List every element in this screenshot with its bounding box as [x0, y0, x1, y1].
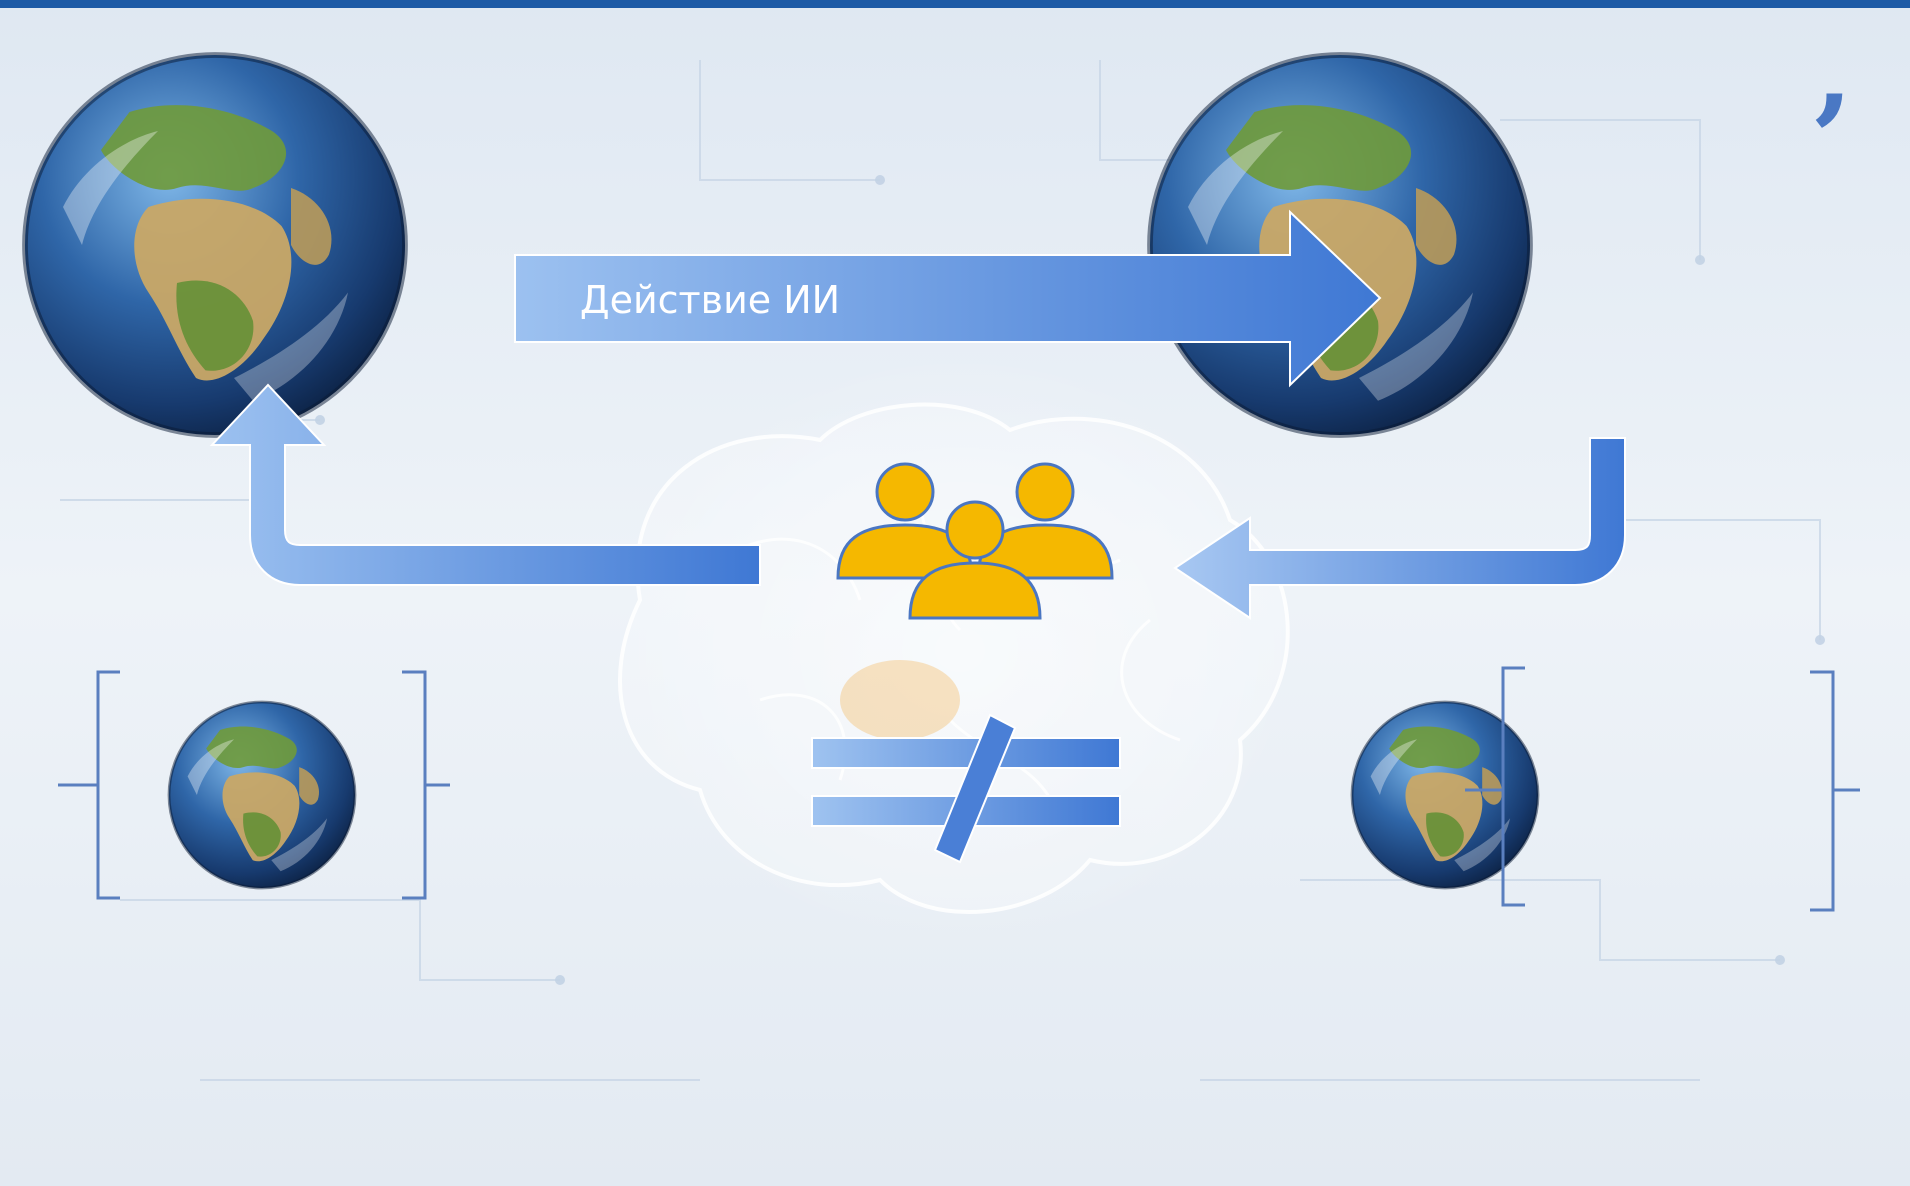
top-bar — [0, 0, 1910, 8]
earth-globe-small-left-icon — [167, 700, 357, 890]
brain-illustration — [618, 350, 1300, 950]
feedback-arrow-right — [1173, 437, 1626, 620]
earth-globe-right-icon — [1150, 55, 1530, 435]
not-equal-icon — [811, 713, 1121, 864]
prime-mark: ’ — [1810, 69, 1852, 210]
set-brackets-right — [1465, 666, 1860, 912]
earth-globe-small-right-icon — [1350, 700, 1540, 890]
feedback-arrow-left — [209, 383, 761, 586]
people-group-icon — [836, 462, 1114, 620]
action-arrow-label: Действие ИИ — [579, 278, 841, 322]
set-brackets-left — [58, 670, 450, 900]
action-arrow — [514, 209, 1382, 388]
earth-globe-left-icon — [25, 55, 405, 435]
